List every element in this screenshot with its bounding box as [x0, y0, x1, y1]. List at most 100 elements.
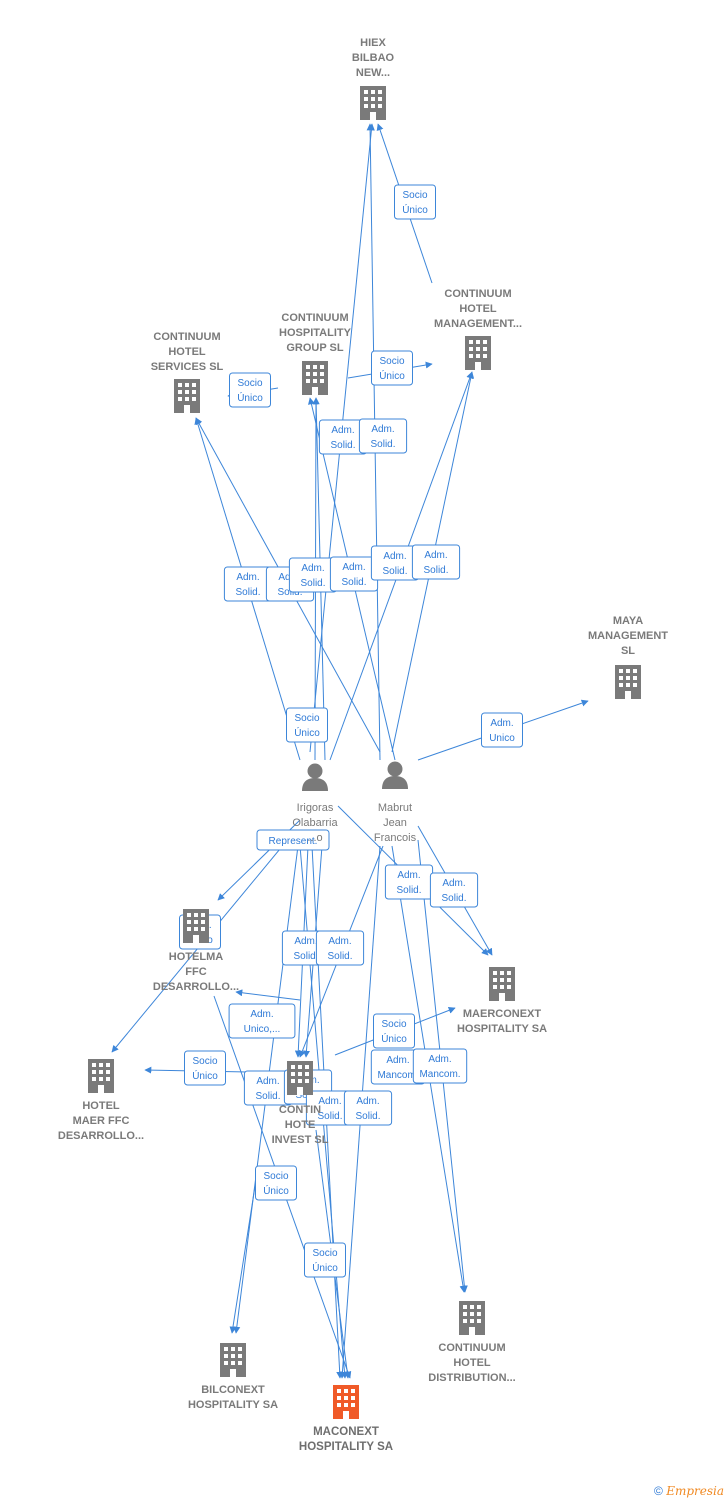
node-label: CONTINUUM [281, 312, 348, 324]
edge-label-text: Solid. [255, 1091, 280, 1102]
edge-label-text: Solid. [293, 951, 318, 962]
edge-label-text: Solid. [277, 587, 302, 598]
person-icon [302, 763, 328, 791]
edge-label[interactable]: Adm.Solid. [358, 418, 408, 454]
footer-brand: © Empresia [654, 1484, 724, 1498]
edge-label-text: Solid. [327, 951, 352, 962]
edge-label[interactable]: Adm. Solid. [329, 556, 379, 592]
edge-label-box [255, 1165, 297, 1201]
building-icon [88, 1059, 114, 1093]
edge-label[interactable]: Adm.Solid. [318, 419, 368, 455]
edge-label-box [481, 712, 523, 748]
edge-label-text: Único [312, 1261, 338, 1274]
edge-label[interactable]: Adm.Solid. [305, 1090, 355, 1126]
edge-label-text: Socio [192, 1056, 217, 1067]
node-label: MAERCONEXT [463, 1008, 542, 1020]
edge-label[interactable]: Adm.Solid. [384, 864, 434, 900]
node-chg[interactable]: CONTINUUM HOSPITALITY GROUP SL [279, 312, 352, 395]
edge-label[interactable]: Adm.Solid. [288, 557, 338, 593]
edge-label-box [411, 544, 461, 580]
node-label: HOTEL [453, 1357, 491, 1369]
edge-label-text: Mancom. [419, 1069, 460, 1080]
node-chm[interactable]: CONTINUUMHOTELMANAGEMENT... [434, 288, 522, 370]
edge-label[interactable]: Adm.Mancom. [370, 1049, 426, 1085]
node-label: BILCONEXT [201, 1384, 265, 1396]
node-label: Mabrut [378, 802, 412, 814]
node-chs[interactable]: CONTINUUM HOTEL SERVICES SL [151, 331, 224, 413]
edge-label[interactable]: Adm.Solid. [315, 930, 365, 966]
node-label: CONTIN [279, 1104, 321, 1116]
node-label: CONTINUUM [153, 331, 220, 343]
edge-label[interactable]: Adm.Solid. [223, 566, 273, 602]
node-label: HOSPITALITY SA [299, 1441, 393, 1453]
edge-label[interactable]: Adm.Solid. [243, 1070, 293, 1106]
node-label: HOSPITALITY [279, 327, 352, 339]
node-label: GROUP SL [286, 342, 344, 354]
edge-label-text: Solid. [235, 587, 260, 598]
node-label: HOTE [285, 1119, 316, 1131]
empresia-logo[interactable]: Empresia [666, 1484, 724, 1498]
edge-label-text: Adm. [371, 424, 394, 435]
edge-label[interactable]: Adm.Unico,... [228, 1003, 296, 1039]
edge-label-text: Solid. [382, 566, 407, 577]
node-label: SERVICES SL [151, 361, 224, 373]
building-icon [183, 909, 209, 943]
edge-label-text: Solid. [423, 565, 448, 576]
node-label: Jean [383, 817, 407, 829]
edge-label[interactable]: Adm.Solid. [343, 1090, 393, 1126]
edge-label-text: Solid. [341, 577, 366, 588]
person-icon [382, 761, 408, 789]
edge-label-text: Unico [489, 733, 515, 744]
edge-label-text: Adm. [250, 1009, 273, 1020]
node-hiex[interactable]: HIEXBILBAONEW... [352, 37, 395, 120]
edge-label-text: Socio [237, 378, 262, 389]
node-label: HOTEL [168, 346, 206, 358]
edge-label-box [429, 872, 479, 908]
node-label: CONTINUUM [444, 288, 511, 300]
edge-label-box [228, 1003, 296, 1039]
edge-label-text: Solid. [396, 885, 421, 896]
edge-label[interactable]: Adm.Solid. [429, 872, 479, 908]
node-chd[interactable]: CONTINUUMHOTELDISTRIBUTION... [428, 1301, 516, 1384]
building-icon [360, 86, 386, 120]
edge-label-text: Solid. [317, 1111, 342, 1122]
edge-label-text: Adm. [342, 562, 365, 573]
edge-label-box [412, 1048, 468, 1084]
edge-label[interactable]: Adm. Mancom. [412, 1048, 468, 1084]
edge-label-text: Mancom. [377, 1070, 418, 1081]
node-label: HOTELMA [169, 951, 223, 963]
building-icon [489, 967, 515, 1001]
edge-label-text: Socio [381, 1019, 406, 1030]
edge-label-text: Adm. [356, 1096, 379, 1107]
edge-label[interactable]: Adm.Unico [481, 712, 523, 748]
building-icon [174, 379, 200, 413]
edge-label-text: Socio [263, 1171, 288, 1182]
edge-label-box [358, 418, 408, 454]
edge-label-box [304, 1242, 346, 1278]
edge-label[interactable]: Adm.Solid. [370, 545, 420, 581]
edge-label-box [315, 930, 365, 966]
edge-label[interactable]: Represent. [256, 829, 330, 851]
node-hotelma[interactable]: HOTELMAFFCDESARROLLO... [153, 909, 239, 993]
edge-label-text: Único [402, 203, 428, 216]
edge-label[interactable]: Adm.Solid. [411, 544, 461, 580]
edge-label-text: Adm. [428, 1054, 451, 1065]
building-icon [302, 361, 328, 395]
